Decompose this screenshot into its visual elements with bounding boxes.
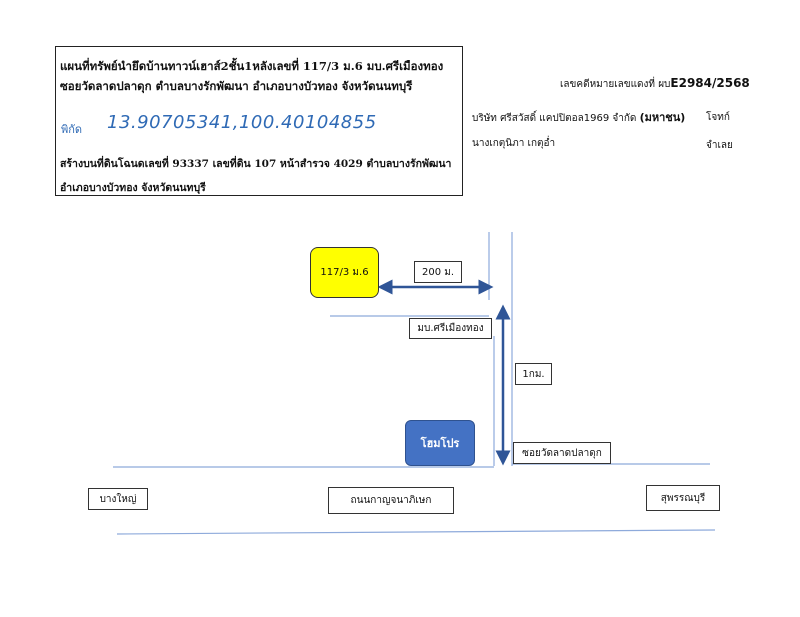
coordinates-value: 13.90705341,100.40104855 (107, 112, 377, 133)
left-city-label: บางใหญ่ (88, 488, 148, 510)
property-title: แผนที่ทรัพย์นำยึดบ้านทาวน์เฮาส์2ชั้น1หลั… (60, 59, 444, 93)
plaintiff-role: โจทก์ (706, 112, 730, 123)
main-road-line-bottom (116, 529, 716, 535)
village-label: มบ.ศรีเมืองทอง (409, 318, 492, 339)
house-distance-label: 200 ม. (414, 261, 462, 283)
soi-label: ซอยวัดลาดปลาดุก (513, 442, 611, 464)
coordinates-label: พิกัด (61, 123, 83, 136)
property-info-box (55, 46, 463, 196)
case-number-prefix: เลขคดีหมายเลขแดงที่ ผบ (560, 79, 671, 90)
plaintiff-name-main: บริษัท ศรีสวัสดิ์ แคปปิตอล1969 จำกัด (472, 113, 640, 124)
main-road-label: ถนนกาญจนาภิเษก (328, 487, 454, 514)
landmark-marker: โฮมโปร (405, 420, 475, 466)
deed-description: สร้างบนที่ดินโฉนดเลขที่ 93337 เลขที่ดิน … (60, 158, 452, 194)
defendant-name: นางเกตุนิภา เกตุอ่ำ (472, 138, 556, 149)
defendant-role: จำเลย (706, 140, 733, 151)
plaintiff-name-suffix: (มหาชน) (639, 111, 686, 124)
plaintiff-name: บริษัท ศรีสวัสดิ์ แคปปิตอล1969 จำกัด (มห… (472, 108, 685, 126)
right-city-label: สุพรรณบุรี (646, 485, 720, 511)
case-number-value: E2984/2568 (670, 76, 750, 90)
soi-distance-label: 1กม. (515, 363, 552, 385)
case-number: เลขคดีหมายเลขแดงที่ ผบE2984/2568 (560, 76, 750, 92)
house-marker: 117/3 ม.6 (310, 247, 379, 298)
